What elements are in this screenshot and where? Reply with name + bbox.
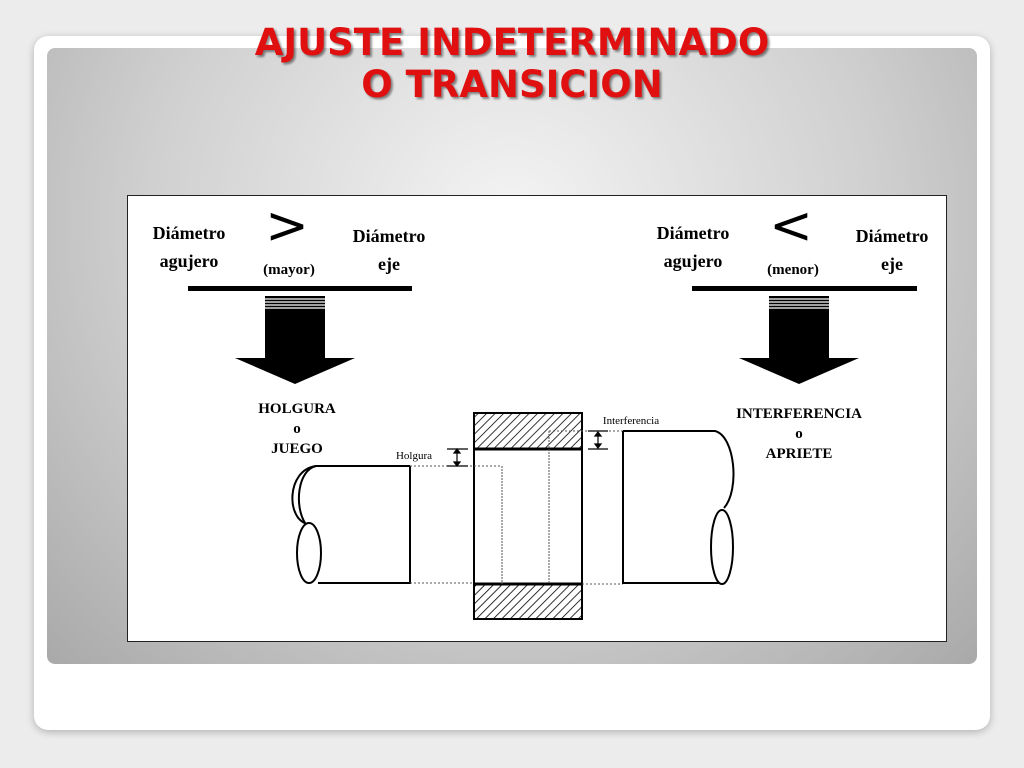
right-down-arrow xyxy=(739,296,859,384)
right-shaft-label: Diámetro eje xyxy=(855,226,929,274)
right-sign-note: (menor) xyxy=(767,262,819,278)
left-shaft xyxy=(291,465,411,584)
left-down-arrow xyxy=(235,296,355,384)
reference-lines xyxy=(410,430,623,585)
left-result-label: HOLGURA o JUEGO xyxy=(258,401,336,457)
right-fraction-bar xyxy=(692,286,917,291)
right-less-than-sign: < xyxy=(769,196,813,256)
left-shaft-label: Diámetro eje xyxy=(352,226,426,274)
left-hole-label: Diámetro agujero xyxy=(152,223,226,271)
left-greater-than-sign: > xyxy=(265,196,309,256)
clearance-annotation: Holgura xyxy=(395,450,433,462)
left-sign-note: (mayor) xyxy=(263,262,315,278)
title-line-1: AJUSTE INDETERMINADO xyxy=(254,21,770,64)
clearance-dimension xyxy=(447,448,468,467)
hole-bushing xyxy=(473,412,583,620)
right-result-label: INTERFERENCIA o APRIETE xyxy=(736,406,862,462)
right-hole-label: Diámetro agujero xyxy=(656,223,730,271)
title-line-2: O TRANSICION xyxy=(361,63,663,106)
interference-dimension xyxy=(588,430,608,450)
interference-annotation: Interferencia xyxy=(602,415,660,427)
left-fraction-bar xyxy=(188,286,412,291)
right-shaft xyxy=(622,430,735,585)
slide-title: AJUSTE INDETERMINADO O TRANSICION xyxy=(0,22,1024,106)
